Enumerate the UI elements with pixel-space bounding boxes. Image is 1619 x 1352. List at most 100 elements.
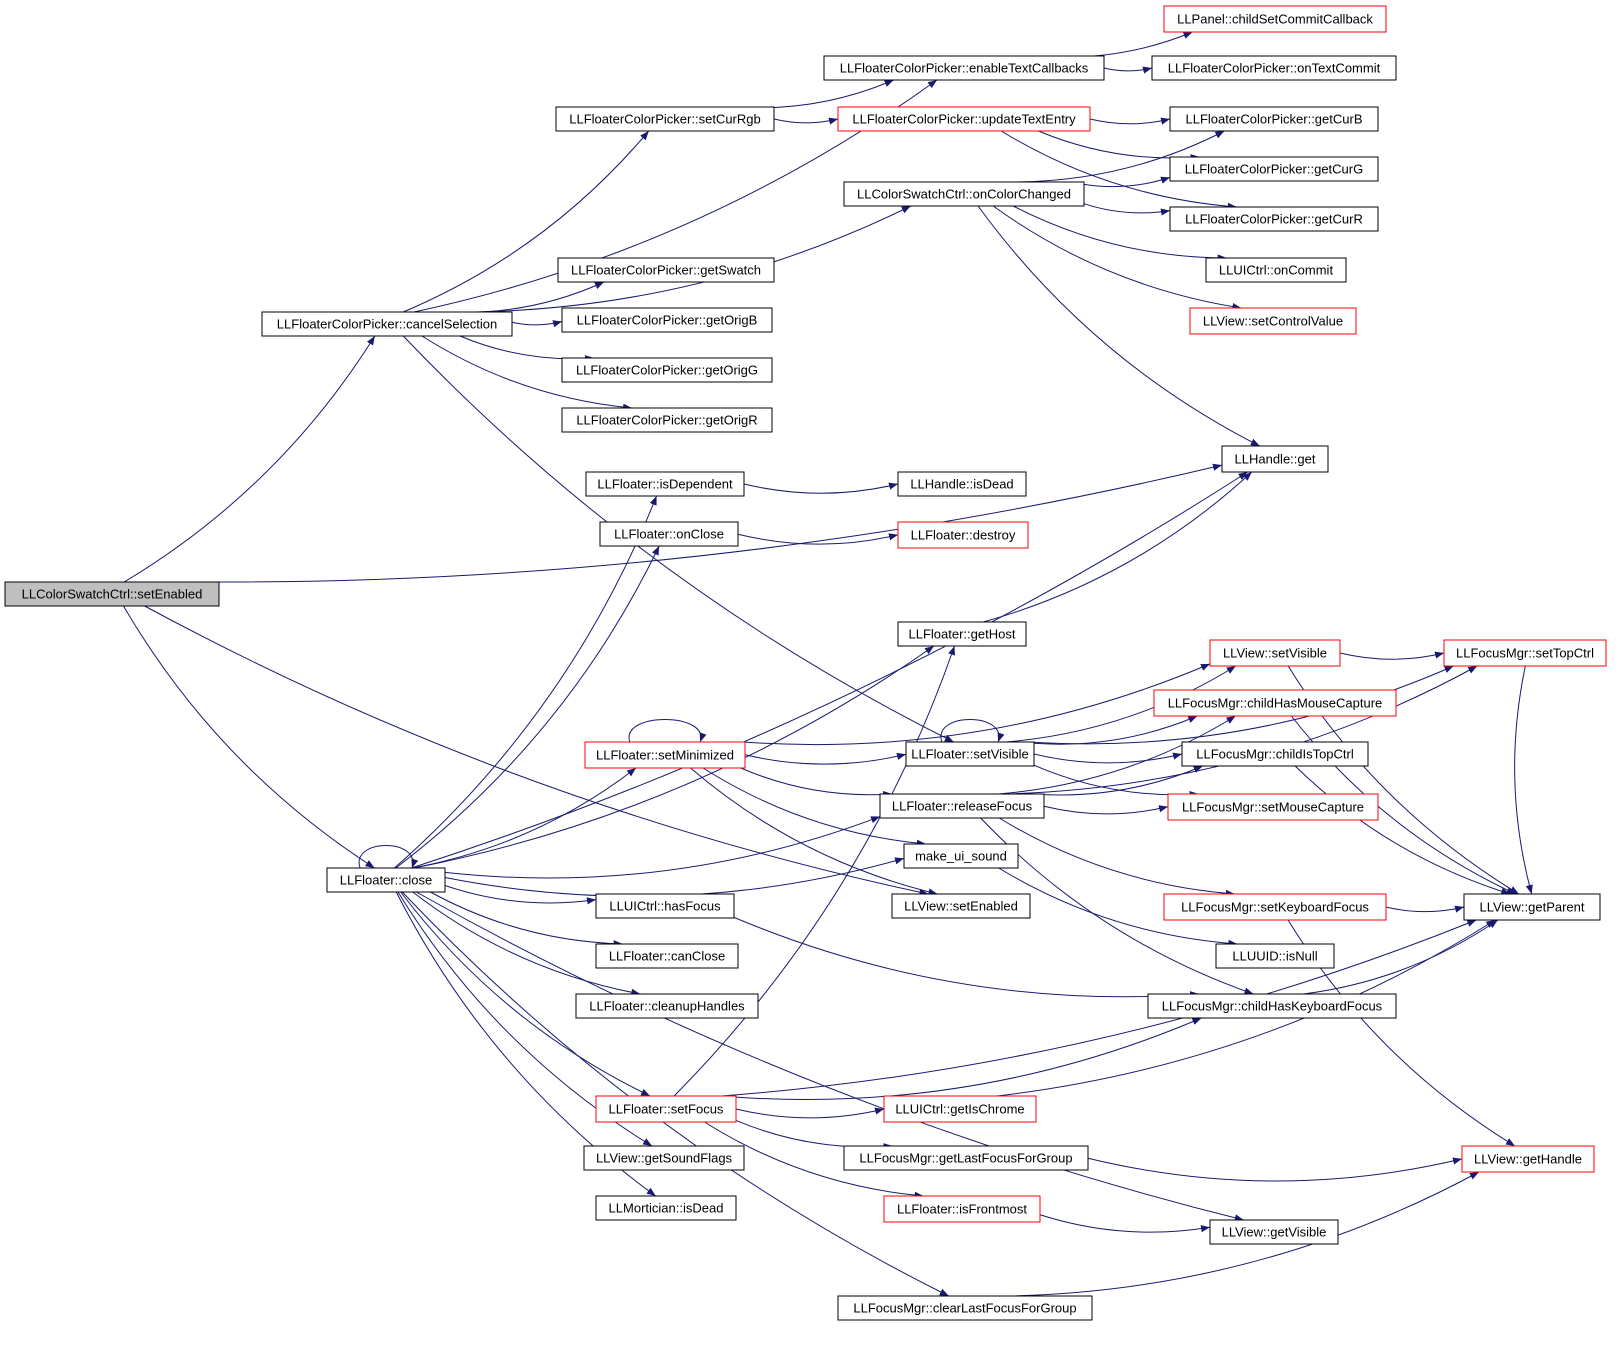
graph-node[interactable]: LLFloaterColorPicker::getCurG — [1169, 156, 1379, 182]
node-box — [843, 181, 1085, 207]
graph-node[interactable]: LLView::getSoundFlags — [583, 1145, 745, 1171]
graph-node[interactable]: LLFocusMgr::childIsTopCtrl — [1181, 741, 1369, 767]
node-label: LLHandle::isDead — [910, 476, 1013, 491]
node-box — [583, 1145, 745, 1171]
graph-node[interactable]: LLView::getVisible — [1209, 1219, 1339, 1245]
graph-node[interactable]: LLFloater::isDependent — [585, 471, 745, 497]
graph-node[interactable]: LLFloater::setMinimized — [584, 741, 746, 769]
node-box — [1463, 893, 1601, 921]
node-box — [575, 993, 759, 1019]
graph-node[interactable]: LLHandle::get — [1221, 445, 1329, 473]
call-edge — [940, 719, 1005, 743]
graph-node[interactable]: LLMortician::isDead — [595, 1195, 737, 1221]
graph-node[interactable]: LLFloaterColorPicker::enableTextCallback… — [823, 55, 1105, 81]
graph-node[interactable]: LLHandle::isDead — [897, 471, 1027, 497]
graph-node[interactable]: LLFocusMgr::setKeyboardFocus — [1163, 893, 1387, 921]
graph-node[interactable]: LLFloaterColorPicker::getCurR — [1169, 206, 1379, 232]
node-label: LLView::setControlValue — [1203, 313, 1343, 328]
node-box — [883, 1195, 1041, 1223]
node-box — [897, 471, 1027, 497]
node-box — [4, 581, 220, 607]
graph-node[interactable]: LLFloaterColorPicker::cancelSelection — [261, 311, 513, 337]
call-edge — [1033, 665, 1454, 745]
call-edge — [628, 719, 707, 743]
call-edge — [430, 891, 623, 948]
graph-node[interactable]: LLFocusMgr::setTopCtrl — [1443, 639, 1607, 667]
graph-node[interactable]: LLColorSwatchCtrl::onColorChanged — [843, 181, 1085, 207]
node-label: LLFocusMgr::setTopCtrl — [1456, 645, 1594, 660]
node-box — [561, 307, 773, 333]
node-box — [1167, 793, 1379, 821]
call-edge — [459, 335, 594, 363]
graph-node[interactable]: LLFloaterColorPicker::getOrigR — [561, 407, 773, 433]
call-edge — [743, 482, 899, 494]
graph-node[interactable]: LLView::getParent — [1463, 893, 1601, 921]
node-label: LLView::setEnabled — [904, 898, 1018, 913]
call-edge — [1385, 905, 1465, 913]
graph-node[interactable]: LLUICtrl::onCommit — [1205, 257, 1347, 283]
graph-node[interactable]: LLFloater::releaseFocus — [879, 793, 1045, 819]
graph-node[interactable]: LLFloater::isFrontmost — [883, 1195, 1041, 1223]
graph-node[interactable]: LLFocusMgr::setMouseCapture — [1167, 793, 1379, 821]
graph-node[interactable]: LLFocusMgr::childHasMouseCapture — [1153, 689, 1397, 717]
call-edge — [735, 79, 894, 109]
node-label: LLFloaterColorPicker::enableTextCallback… — [840, 60, 1089, 75]
graph-node[interactable]: LLPanel::childSetCommitCallback — [1163, 5, 1387, 33]
call-edge — [1039, 1214, 1211, 1233]
call-edge — [412, 891, 641, 996]
node-box — [595, 943, 739, 969]
graph-node[interactable]: LLUICtrl::getIsChrome — [883, 1095, 1037, 1123]
graph-node[interactable]: LLFloater::cleanupHandles — [575, 993, 759, 1019]
graph-node[interactable]: make_ui_sound — [903, 843, 1019, 869]
graph-node[interactable]: LLFloater::onClose — [599, 521, 739, 547]
node-label: LLColorSwatchCtrl::onColorChanged — [857, 186, 1071, 201]
node-label: LLHandle::get — [1235, 451, 1316, 466]
graph-node[interactable]: LLColorSwatchCtrl::setEnabled — [4, 581, 220, 607]
graph-node[interactable]: LLUICtrl::hasFocus — [595, 893, 735, 919]
call-edge — [704, 1121, 924, 1199]
node-label: LLFloater::setFocus — [609, 1101, 724, 1116]
graph-node[interactable]: LLView::setEnabled — [891, 893, 1031, 919]
call-edge — [1033, 715, 1198, 745]
graph-node[interactable]: LLFloater::close — [326, 867, 446, 893]
node-box — [1147, 993, 1397, 1019]
graph-node[interactable]: LLFocusMgr::childHasKeyboardFocus — [1147, 993, 1397, 1019]
node-box — [557, 257, 775, 283]
graph-node[interactable]: LLView::setVisible — [1209, 639, 1341, 667]
node-label: LLFloaterColorPicker::getOrigR — [576, 412, 757, 427]
node-label: LLFloater::canClose — [609, 948, 725, 963]
call-edge — [1013, 130, 1225, 183]
edges-layer — [123, 31, 1533, 1297]
graph-node[interactable]: LLFloaterColorPicker::getSwatch — [557, 257, 775, 283]
call-edge — [1294, 765, 1511, 895]
node-label: LLFloaterColorPicker::getOrigB — [577, 312, 758, 327]
call-edge — [1514, 665, 1533, 895]
graph-node[interactable]: LLFocusMgr::getLastFocusForGroup — [843, 1145, 1089, 1171]
call-edge — [402, 335, 954, 743]
graph-node[interactable]: LLFloaterColorPicker::getOrigG — [561, 357, 773, 383]
node-label: LLView::getHandle — [1474, 1151, 1582, 1166]
node-box — [1461, 1145, 1595, 1173]
node-box — [1151, 55, 1397, 81]
graph-node[interactable]: LLFocusMgr::clearLastFocusForGroup — [837, 1295, 1093, 1321]
call-edge — [1083, 176, 1171, 188]
node-label: LLFocusMgr::childHasMouseCapture — [1168, 695, 1383, 710]
graph-node[interactable]: LLUUID::isNull — [1215, 943, 1335, 969]
node-label: LLFloaterColorPicker::cancelSelection — [277, 316, 497, 331]
graph-node[interactable]: LLFloaterColorPicker::getCurB — [1169, 106, 1379, 132]
graph-node[interactable]: LLFloater::destroy — [897, 521, 1029, 549]
graph-node[interactable]: LLFloater::setVisible — [905, 741, 1035, 767]
call-edge — [1103, 66, 1153, 74]
graph-node[interactable]: LLFloater::canClose — [595, 943, 739, 969]
node-label: LLFloater::destroy — [911, 527, 1016, 542]
graph-node[interactable]: LLFloaterColorPicker::setCurRgb — [555, 106, 775, 132]
graph-node[interactable]: LLView::setControlValue — [1189, 307, 1357, 335]
graph-node[interactable]: LLFloaterColorPicker::onTextCommit — [1151, 55, 1397, 81]
node-box — [326, 867, 446, 893]
graph-node[interactable]: LLFloaterColorPicker::updateTextEntry — [837, 106, 1091, 132]
graph-node[interactable]: LLView::getHandle — [1461, 1145, 1595, 1173]
graph-node[interactable]: LLFloaterColorPicker::getOrigB — [561, 307, 773, 333]
node-box — [585, 471, 745, 497]
graph-node[interactable]: LLFloater::getHost — [897, 621, 1027, 647]
graph-node[interactable]: LLFloater::setFocus — [595, 1095, 737, 1123]
